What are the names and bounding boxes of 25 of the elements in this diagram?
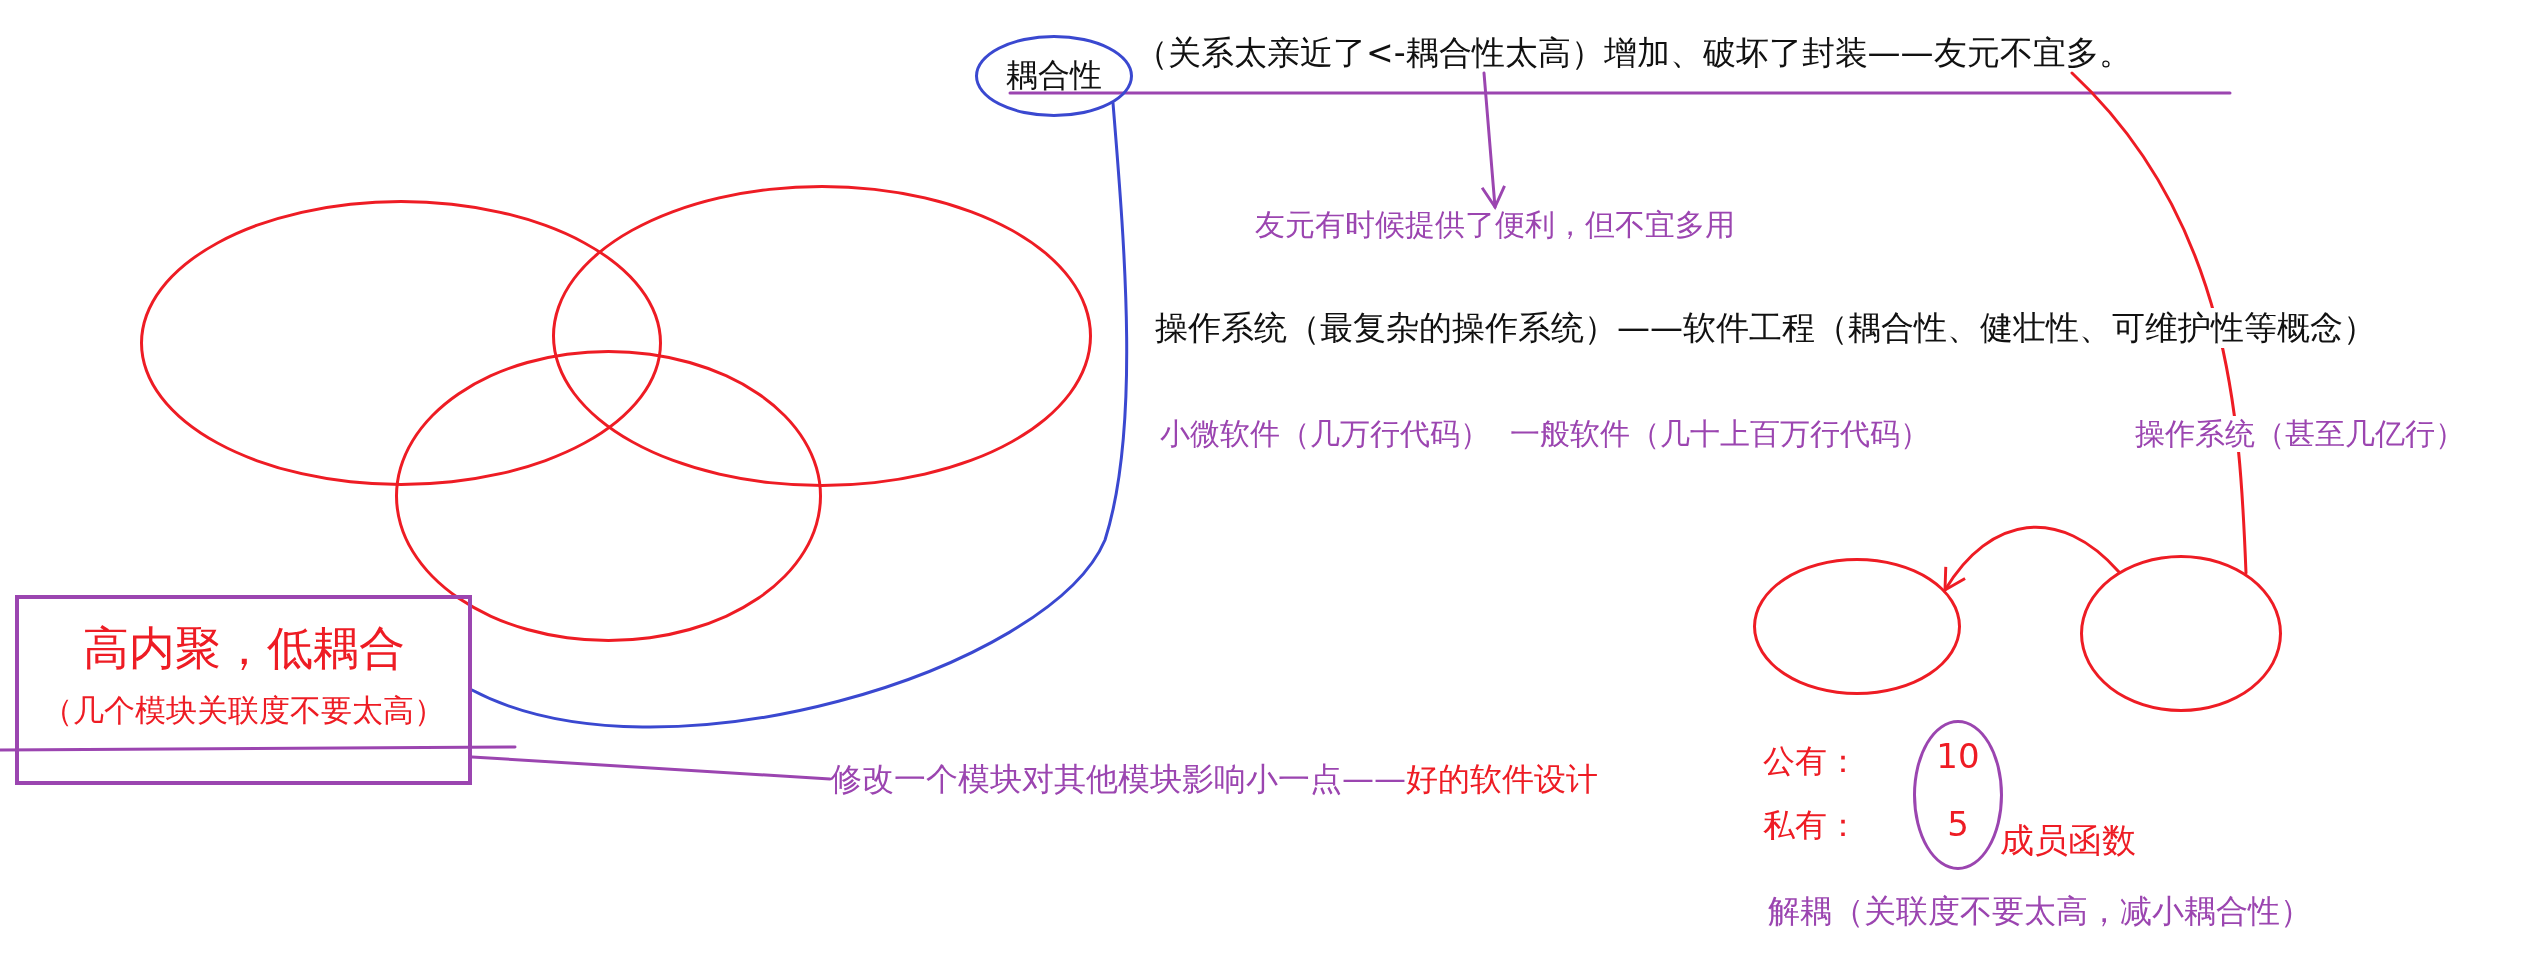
- arrow: [1480, 71, 1506, 209]
- class-ellipse: [1753, 558, 1961, 695]
- heading-text: 高内聚，低耦合: [82, 620, 405, 677]
- connector-line: [470, 101, 1129, 729]
- scale-text: 一般软件（几十上百万行代码）: [1510, 416, 1930, 452]
- subheading-text: （几个模块关联度不要太高）: [42, 691, 445, 730]
- note-text: 修改一个模块对其他模块影响小一点——: [830, 760, 1406, 798]
- access-label: 私有：: [1763, 806, 1859, 845]
- count-ellipse: [1913, 720, 2003, 870]
- scale-text: 小微软件（几万行代码）: [1160, 416, 1490, 452]
- circled-word: 耦合性: [975, 35, 1133, 117]
- note-text: 好的软件设计: [1406, 760, 1598, 798]
- count-number: 10: [1936, 736, 1980, 777]
- access-label: 公有：: [1763, 742, 1859, 781]
- class-ellipse: [2080, 555, 2282, 712]
- note-text: 解耦（关联度不要太高，减小耦合性）: [1768, 892, 2312, 931]
- count-number: 5: [1947, 803, 1969, 844]
- principle-box: [15, 595, 472, 785]
- underlined-sentence: （关系太亲近了<-耦合性太高）增加、破坏了封装——友元不宜多。: [1135, 33, 2132, 73]
- note-text: 友元有时候提供了便利，但不宜多用: [1255, 207, 1735, 243]
- module-ellipse: [140, 200, 662, 486]
- arrow: [1943, 526, 2121, 592]
- module-ellipse: [552, 185, 1092, 487]
- leader-line: [470, 755, 832, 781]
- caption-text: 成员函数: [2000, 820, 2136, 861]
